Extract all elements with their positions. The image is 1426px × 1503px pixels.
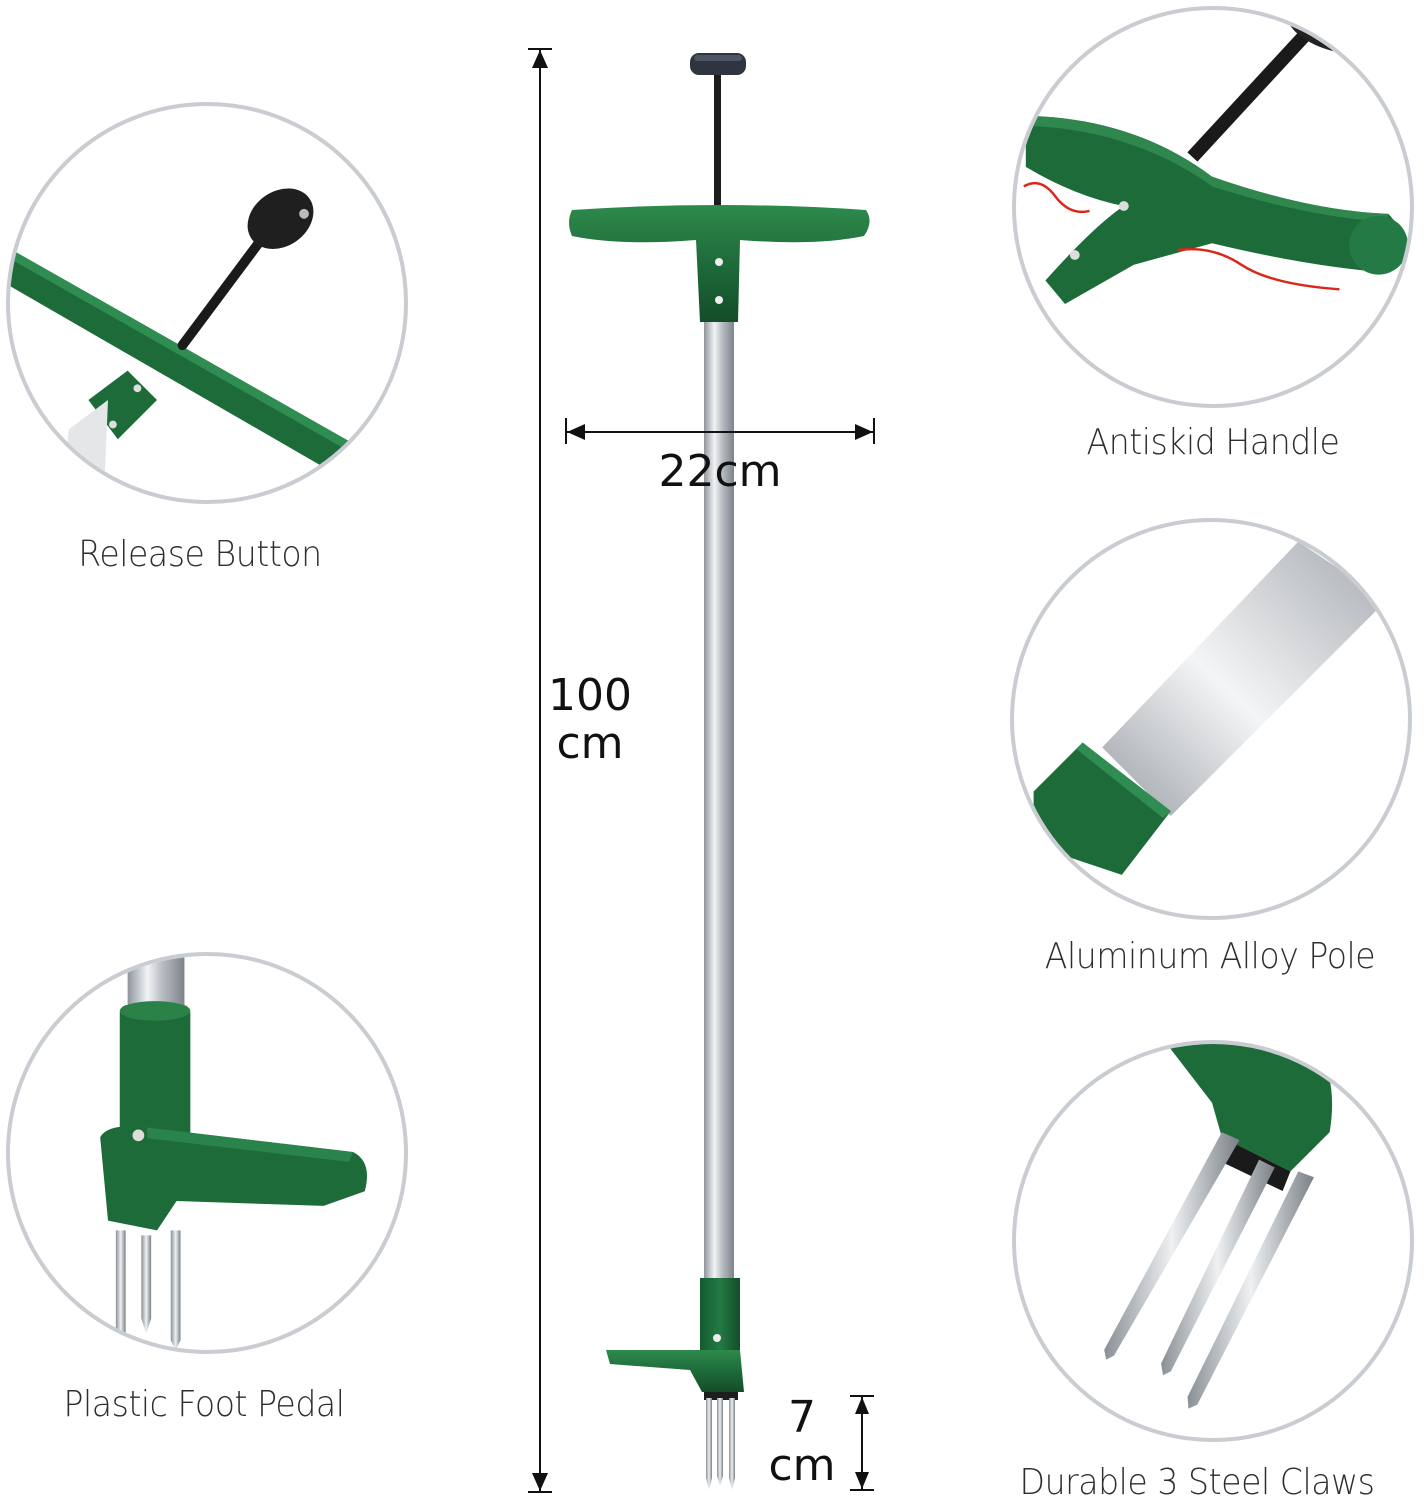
- antiskid-handle-detail-image: [1023, 10, 1409, 305]
- feature-circle-foot-pedal: [6, 952, 408, 1354]
- height-dimension-label: 100 cm: [544, 674, 636, 766]
- caption-release-button: Release Button: [78, 534, 322, 575]
- weeder-claws: [706, 1398, 735, 1490]
- feature-circle-aluminum-pole: [1010, 518, 1412, 920]
- weeder-pole: [704, 322, 734, 1282]
- claw-length-value: 7: [788, 1392, 816, 1443]
- claw-length-label: 7 cm: [762, 1396, 842, 1488]
- claw-length-unit: cm: [768, 1440, 836, 1491]
- release-button-detail-image: [10, 188, 363, 500]
- feature-circle-antiskid-handle: [1012, 6, 1414, 408]
- steel-claws-detail-image: [1104, 1044, 1333, 1409]
- height-dimension-line: [528, 48, 552, 1493]
- caption-foot-pedal: Plastic Foot Pedal: [63, 1384, 345, 1425]
- weeder-release-knob: [690, 53, 746, 210]
- weeder-foot-pedal: [606, 1278, 744, 1400]
- caption-steel-claws: Durable 3 Steel Claws: [1019, 1462, 1375, 1503]
- height-value: 100: [548, 670, 632, 721]
- feature-circle-release-button: [6, 102, 408, 504]
- aluminum-pole-detail-image: [1033, 541, 1387, 875]
- width-dimension-line: [565, 418, 875, 444]
- foot-pedal-detail-image: [100, 956, 368, 1350]
- caption-antiskid-handle: Antiskid Handle: [1086, 422, 1340, 463]
- caption-aluminum-pole: Aluminum Alloy Pole: [1044, 936, 1376, 977]
- feature-circle-steel-claws: [1012, 1040, 1414, 1442]
- claw-length-dimension-line: [850, 1395, 874, 1491]
- height-unit: cm: [556, 718, 624, 769]
- weeder-t-handle: [569, 205, 870, 322]
- handle-width-label: 22cm: [658, 446, 782, 497]
